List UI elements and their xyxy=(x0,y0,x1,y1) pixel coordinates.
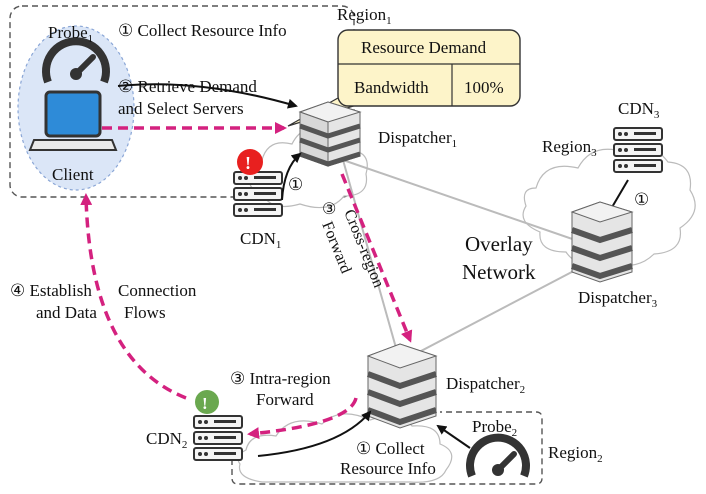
cdn3-server-icon xyxy=(613,127,663,173)
region1-label: Region1 xyxy=(337,5,392,27)
callout-title: Resource Demand xyxy=(361,38,487,57)
cdn2-server-icon xyxy=(193,415,243,461)
step2-label-line2: and Select Servers xyxy=(118,99,244,118)
callout-metric: Bandwidth xyxy=(354,78,429,97)
laptop-icon xyxy=(28,90,118,151)
cdn1-label: CDN1 xyxy=(240,229,281,251)
dispatcher1-server-icon xyxy=(298,101,362,167)
overlay-label-line2: Network xyxy=(462,260,536,284)
dispatcher3-server-icon xyxy=(570,201,634,283)
probe2-arrow xyxy=(436,424,471,449)
svg-text:!: ! xyxy=(202,394,208,413)
step1-cdn1-arrow xyxy=(281,152,302,201)
probe2-label: Probe2 xyxy=(472,417,517,439)
cdn3-label: CDN3 xyxy=(618,99,660,121)
step2-label-line1: ② Retrieve Demand xyxy=(118,77,257,96)
svg-text:!: ! xyxy=(245,153,251,173)
step1-cdn1-label: ① xyxy=(288,175,303,194)
step4-line1: ④ Establish xyxy=(10,281,92,300)
overlay-network-triangle xyxy=(341,158,613,364)
alert-icon: ! xyxy=(237,149,263,175)
cloud-region2 xyxy=(237,413,453,483)
probe2-gauge-icon xyxy=(466,433,530,478)
cdn2-label: CDN2 xyxy=(146,429,187,451)
cdn1-server-icon xyxy=(233,171,283,217)
step1-collect-label: ① Collect Resource Info xyxy=(118,21,287,40)
step4-line1b: Connection xyxy=(118,281,197,300)
region3-label: Region3 xyxy=(542,137,597,159)
step1-cdn3-label: ① xyxy=(634,190,649,209)
overlay-label-line1: Overlay xyxy=(465,232,533,256)
client-label: Client xyxy=(52,165,94,184)
step3-cross-line1: Cross-region xyxy=(340,207,387,290)
dispatcher2-server-icon xyxy=(366,343,438,429)
step4-arrow xyxy=(80,193,187,400)
dispatcher1-label: Dispatcher1 xyxy=(378,128,457,150)
probe1-label: Probe1 xyxy=(48,23,93,45)
step4-line2b: Flows xyxy=(124,303,166,322)
step3-cross-arrow xyxy=(340,173,413,343)
step3-intra-line1: ③ Intra-region xyxy=(230,369,331,388)
step1-bottom-arrow xyxy=(257,410,372,457)
step1-arrow xyxy=(117,83,298,109)
step4-line2: and Data xyxy=(36,303,97,322)
region2-box xyxy=(231,411,543,485)
dispatcher2-label: Dispatcher2 xyxy=(446,374,525,396)
callout-value: 100% xyxy=(464,78,504,97)
step3-cross-num: ③ xyxy=(322,201,336,218)
step1-bottom-line2: Resource Info xyxy=(340,459,436,478)
gauge-icon xyxy=(42,37,110,84)
dispatcher3-label: Dispatcher3 xyxy=(578,288,658,310)
resource-demand-callout xyxy=(337,29,521,107)
step3-intra-line2: Forward xyxy=(256,390,314,409)
step3-intra-arrow xyxy=(247,397,358,440)
check-icon: ! xyxy=(195,390,219,414)
step1-bottom-line1: ① Collect xyxy=(356,439,425,458)
region2-label: Region2 xyxy=(548,443,603,465)
